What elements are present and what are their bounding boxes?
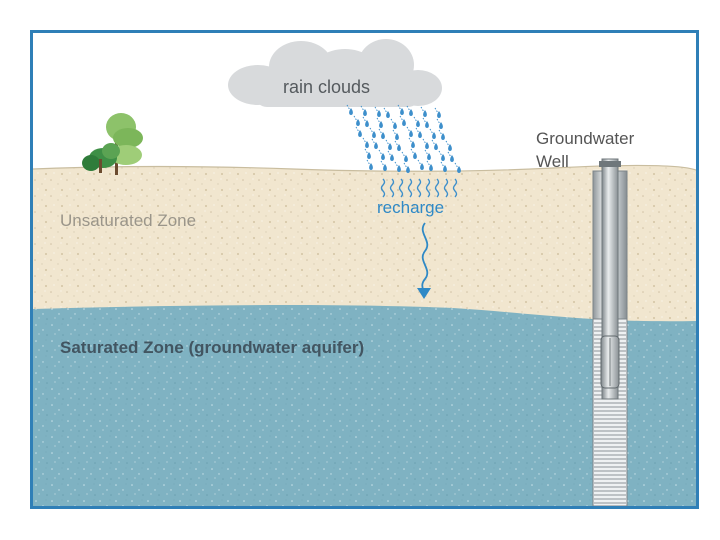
diagram-frame: rain clouds recharge Unsaturated Zone Sa… [30, 30, 699, 509]
groundwater-scene [33, 33, 696, 506]
well-label-line2: Well [536, 152, 569, 171]
saturated-zone-label: Saturated Zone (groundwater aquifer) [60, 339, 364, 356]
groundwater-well [593, 159, 627, 506]
groundwater-well-label: Groundwater Well [536, 127, 699, 173]
rain-clouds-label: rain clouds [283, 78, 370, 96]
well-label-line1: Groundwater [536, 129, 634, 148]
unsaturated-zone-label: Unsaturated Zone [60, 212, 196, 229]
recharge-label: recharge [377, 199, 444, 216]
